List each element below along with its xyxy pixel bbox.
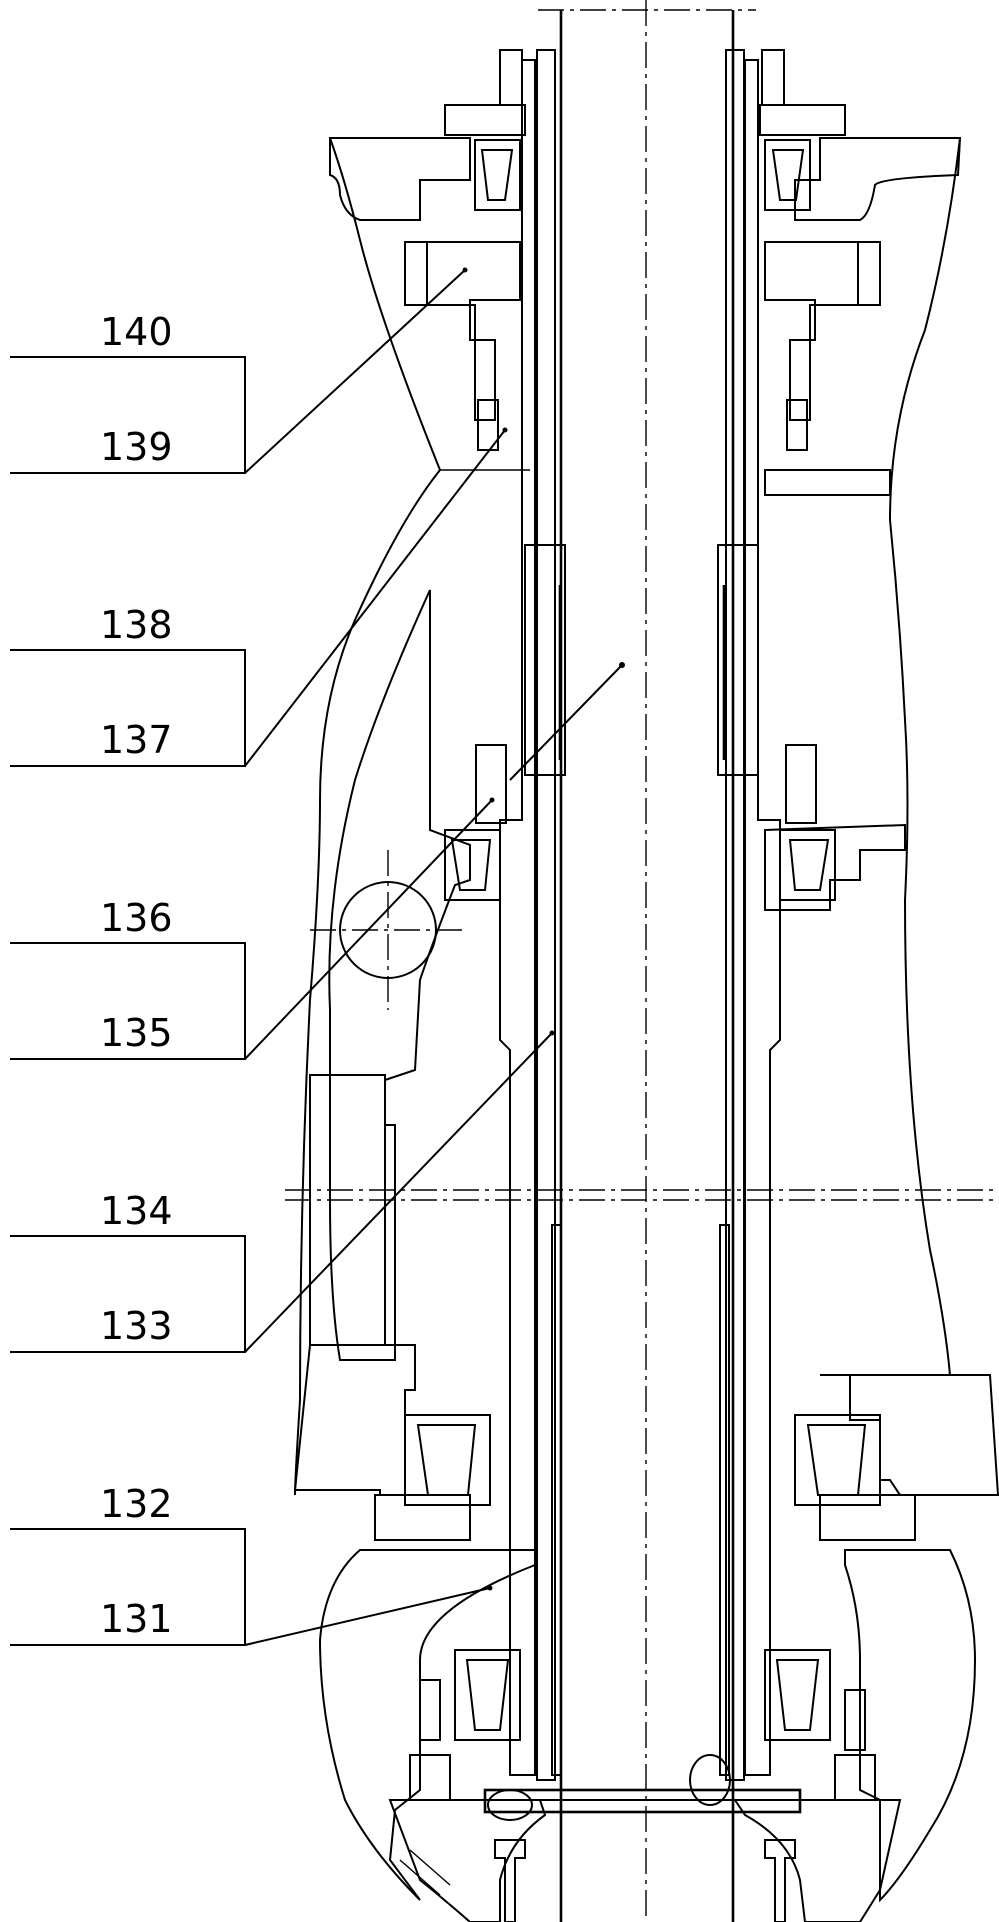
gear-left bbox=[404, 241, 521, 421]
top-bearing-right bbox=[764, 139, 811, 211]
inner-tube-left bbox=[551, 1224, 562, 1776]
housing-outline-left bbox=[294, 137, 442, 1496]
base-left bbox=[318, 1549, 536, 1901]
callout-138-137: 138 137 bbox=[10, 427, 508, 767]
spindle-sleeves bbox=[499, 10, 781, 1922]
housing-side-pocket bbox=[309, 1074, 386, 1346]
top-cap-left bbox=[444, 104, 526, 136]
mid-nut-left bbox=[475, 744, 507, 824]
top-bearing-left bbox=[474, 139, 521, 211]
callout-label-132: 132 bbox=[100, 1482, 173, 1526]
upper-right-rib bbox=[764, 469, 891, 496]
center-lines bbox=[285, 0, 999, 1922]
slide-pocket-left bbox=[524, 544, 566, 776]
t-slot-right bbox=[764, 1839, 796, 1922]
gear-hub-right bbox=[786, 399, 808, 451]
housing-outline-right bbox=[888, 137, 961, 1376]
callout-label-134: 134 bbox=[100, 1189, 173, 1233]
lower-nut-right bbox=[819, 1494, 916, 1541]
middle-housing-ledge-right bbox=[764, 823, 906, 911]
callout-label-135: 135 bbox=[100, 1011, 173, 1055]
callout-136-135: 136 135 bbox=[10, 662, 625, 1060]
base-bottom-right bbox=[733, 1799, 902, 1922]
gear-hub-left bbox=[477, 399, 499, 451]
mid-bearing-right bbox=[779, 829, 836, 901]
callout-134-133: 134 133 bbox=[10, 1030, 555, 1353]
lower-housing-right bbox=[820, 1374, 999, 1496]
slide-pocket-right bbox=[717, 544, 759, 776]
bearings bbox=[374, 49, 916, 1821]
outer-sleeve-right bbox=[744, 59, 781, 1776]
mid-bearing-left bbox=[444, 829, 501, 901]
lower-nut-left bbox=[374, 1494, 471, 1541]
top-bolt-left bbox=[499, 49, 523, 106]
lower-bearing-left bbox=[404, 1414, 491, 1506]
callout-label-140: 140 bbox=[100, 310, 173, 354]
callout-label-138: 138 bbox=[100, 603, 173, 647]
bottom-bolt-right bbox=[844, 1689, 866, 1751]
callout-label-136: 136 bbox=[100, 896, 173, 940]
callout-label-133: 133 bbox=[100, 1304, 173, 1348]
gears bbox=[404, 241, 881, 451]
base-block bbox=[318, 1549, 977, 1922]
base-right bbox=[844, 1549, 977, 1903]
inner-tube-right bbox=[719, 1224, 730, 1776]
top-cap-right bbox=[759, 104, 846, 136]
middle-sleeve-left bbox=[536, 49, 556, 1781]
bottom-bolt-left bbox=[419, 1679, 441, 1741]
callout-label-137: 137 bbox=[100, 718, 173, 762]
lower-housing-left bbox=[293, 1344, 416, 1496]
middle-sleeve-right bbox=[725, 49, 745, 1781]
top-bolt-right bbox=[761, 49, 785, 106]
upper-housing-flange-right bbox=[794, 137, 962, 221]
callout-label-131: 131 bbox=[100, 1597, 173, 1641]
upper-housing-flange-left bbox=[329, 137, 471, 221]
gear-right bbox=[764, 241, 881, 421]
callout-label-139: 139 bbox=[100, 425, 173, 469]
callout-140-139: 140 139 bbox=[10, 267, 468, 474]
callouts: 140 139 138 137 136 135 134 133 bbox=[10, 267, 625, 1646]
housing bbox=[293, 137, 999, 1496]
t-slot-left bbox=[494, 1839, 526, 1922]
bottom-nut-left bbox=[487, 1789, 533, 1821]
lower-bearing-right bbox=[794, 1414, 881, 1506]
bottom-bearing-left bbox=[454, 1649, 521, 1741]
base-bottom-left bbox=[388, 1799, 547, 1922]
bottom-plate bbox=[483, 1788, 802, 1814]
outer-sleeve-left bbox=[499, 59, 536, 1776]
middle-housing-wall-left bbox=[328, 589, 471, 1361]
callout-132-131: 132 131 bbox=[10, 1482, 493, 1646]
bottom-bearing-right bbox=[764, 1649, 831, 1741]
mid-nut-right bbox=[785, 744, 817, 824]
bottom-nut-right bbox=[689, 1754, 731, 1806]
